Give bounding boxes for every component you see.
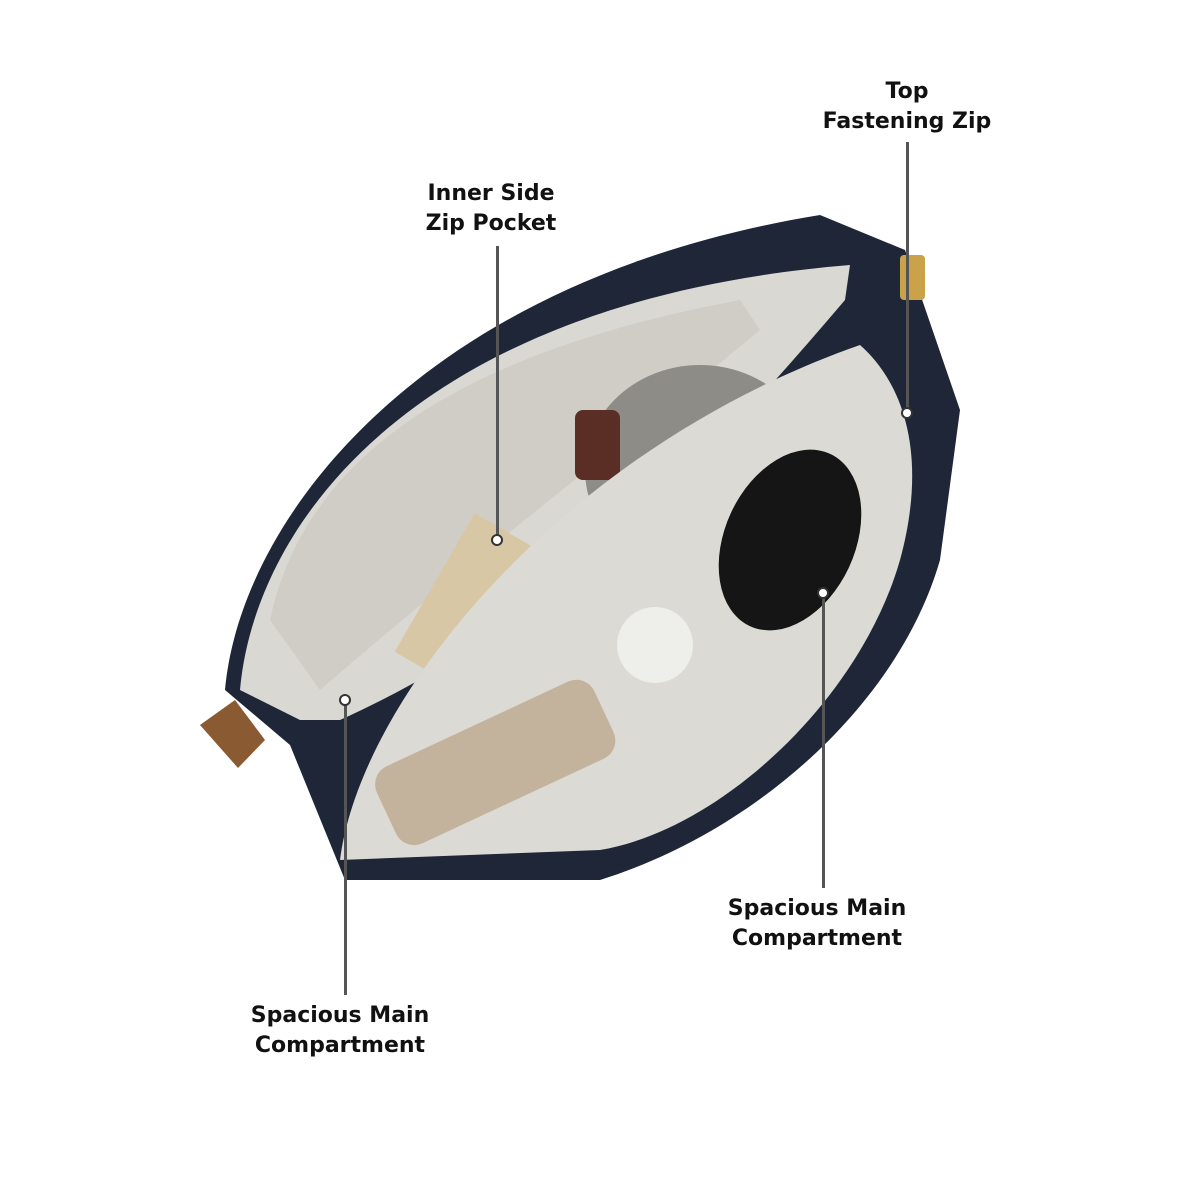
phone (375, 679, 616, 846)
lipstick (575, 410, 620, 480)
callout-dot (339, 694, 351, 706)
callout-label-top-zip: Top Fastening Zip (777, 77, 1037, 137)
callout-dot (901, 407, 913, 419)
zip-pull (900, 255, 925, 300)
callout-text: Compartment (254, 1033, 426, 1058)
callout-label-main-right: Spacious Main Compartment (687, 894, 947, 954)
callout-text: Zip Pocket (425, 211, 557, 236)
callout-label-main-left: Spacious Main Compartment (210, 1001, 470, 1061)
callout-text: Fastening Zip (822, 109, 992, 134)
callout-label-inner-pocket: Inner Side Zip Pocket (361, 179, 621, 239)
callout-text: Spacious Main (250, 1003, 430, 1028)
callout-line (822, 598, 825, 888)
notebook (394, 513, 536, 687)
callout-text: Spacious Main (727, 896, 907, 921)
sunglasses (718, 449, 862, 631)
bottle-cap (617, 607, 693, 683)
leather-tab (200, 700, 265, 768)
callout-line (344, 705, 347, 995)
callout-text: Top (885, 79, 929, 104)
callout-line (496, 246, 499, 536)
callout-text: Inner Side (427, 181, 555, 206)
callout-dot (817, 587, 829, 599)
callout-text: Compartment (731, 926, 903, 951)
callout-line (906, 142, 909, 412)
callout-dot (491, 534, 503, 546)
